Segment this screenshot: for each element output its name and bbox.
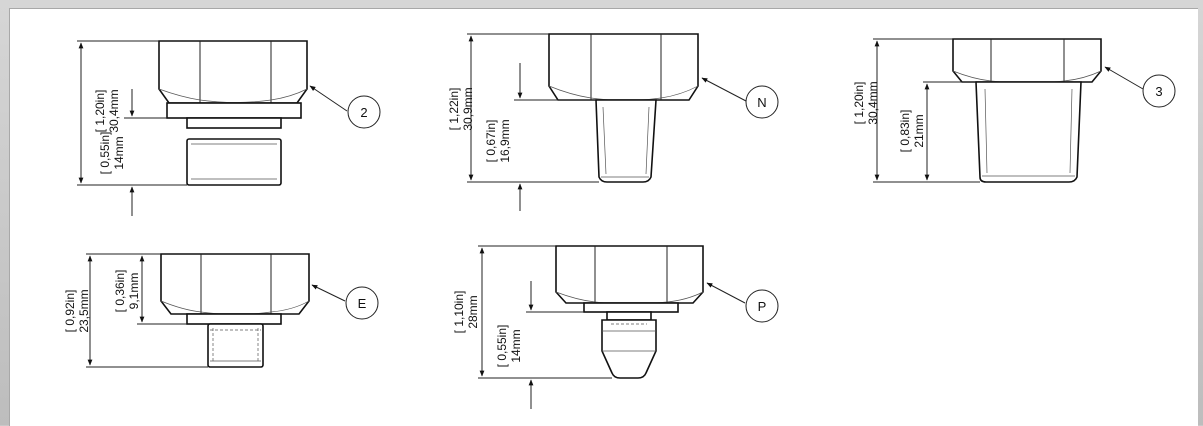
variant-3-overall-mm: 30,4mm [866, 81, 880, 124]
variant-2-drawing [77, 40, 381, 216]
variant-n-thread-mm: 16,9mm [498, 119, 512, 162]
variant-2-overall-mm: 30,4mm [107, 89, 121, 132]
variant-e-drawing [86, 253, 379, 368]
variant-3-tag: 3 [1155, 84, 1162, 99]
variant-e-overall-mm: 23,5mm [77, 289, 91, 332]
variant-p-tag: P [758, 299, 767, 314]
variant-3-thread-in: [ 0,83in] [898, 110, 912, 153]
variant-n-tag: N [757, 95, 766, 110]
variant-2-thread-in: [ 0,55in] [98, 132, 112, 175]
variant-n-overall-mm: 30,9mm [461, 87, 475, 130]
variant-3-drawing [873, 38, 1176, 183]
variant-e-thread-in: [ 0,36in] [113, 270, 127, 313]
variant-p-thread-in: [ 0,55in] [495, 325, 509, 368]
variant-p-drawing [478, 245, 779, 409]
drawing-sheet: [ 1,20in] 30,4mm [ 0,55in] 14mm 2 [ 1,22… [9, 8, 1198, 426]
variant-p-overall-mm: 28mm [466, 295, 480, 328]
variant-n-overall-in: [ 1,22in] [447, 88, 461, 131]
variant-2-tag: 2 [360, 105, 367, 120]
variant-3-thread-mm: 21mm [912, 114, 926, 147]
variant-2-thread-mm: 14mm [112, 136, 126, 169]
variant-p-overall-in: [ 1,10in] [452, 291, 466, 334]
variant-3-overall-in: [ 1,20in] [852, 82, 866, 125]
variant-p-thread-mm: 14mm [509, 329, 523, 362]
connection-drawings: [ 1,20in] 30,4mm [ 0,55in] 14mm 2 [ 1,22… [63, 33, 1176, 409]
variant-e-overall-in: [ 0,92in] [63, 290, 77, 333]
variant-n-thread-in: [ 0,67in] [484, 120, 498, 163]
variant-n-drawing [467, 33, 779, 211]
variant-e-thread-mm: 9,1mm [127, 273, 141, 310]
variant-e-tag: E [358, 296, 367, 311]
variant-2-overall-in: [ 1,20in] [93, 90, 107, 133]
